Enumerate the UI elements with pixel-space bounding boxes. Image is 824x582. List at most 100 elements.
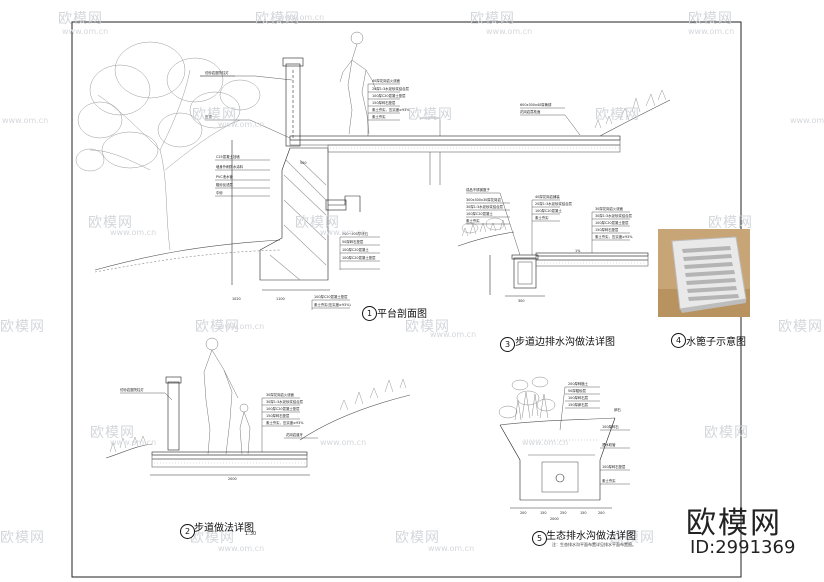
svg-text:素土夯实: 素土夯实 <box>466 218 480 223</box>
svg-text:2000: 2000 <box>228 477 237 481</box>
svg-text:30厚花岗岩火烧面: 30厚花岗岩火烧面 <box>595 206 624 211</box>
detail-2-title: 步道做法详图 <box>194 523 254 534</box>
drain-grate-photo <box>658 229 750 317</box>
svg-text:100厚C20混凝土: 100厚C20混凝土 <box>342 247 369 252</box>
svg-text:1020: 1020 <box>232 297 241 301</box>
watermark-url: www.om.cn <box>218 544 265 553</box>
watermark-logo: 欧模网 <box>704 425 749 441</box>
svg-text:成品不锈钢篦子: 成品不锈钢篦子 <box>466 187 490 192</box>
watermark-logo: 欧模网 <box>688 11 733 27</box>
svg-text:1100: 1100 <box>276 297 285 301</box>
watermark-url: www.om.cn <box>110 228 157 237</box>
watermark-url: www.om.cn <box>790 116 824 125</box>
svg-text:40厚花岗岩火烧面: 40厚花岗岩火烧面 <box>372 78 401 83</box>
detail-1-platform-section: 仿砂岩庭院柱灯 40厚花岗岩火烧面 20厚1:3水泥砂浆结合层 100厚C20混凝… <box>75 31 671 310</box>
detail-2-scale: 1:30 <box>245 531 257 537</box>
svg-text:花岗岩道牙: 花岗岩道牙 <box>286 432 304 437</box>
watermark-logo: 欧模网 <box>192 107 237 123</box>
svg-text:50厚粗砂层: 50厚粗砂层 <box>568 388 586 393</box>
svg-text:素土夯实: 素土夯实 <box>535 215 549 220</box>
sheet-frame <box>71 21 742 578</box>
watermark-logo: 欧模网 <box>778 319 823 335</box>
watermark-logo: 欧模网 <box>190 530 235 546</box>
tree-sketch <box>75 41 261 251</box>
detail-1-number: 1 <box>362 306 377 321</box>
watermark-logo: 欧模网 <box>58 11 103 27</box>
svg-text:200: 200 <box>520 511 526 515</box>
svg-text:压顶: 压顶 <box>205 115 212 119</box>
watermark-logo: 欧模网 <box>708 215 753 231</box>
svg-text:100厚碎石层: 100厚碎石层 <box>568 395 589 400</box>
detail-3-number: 3 <box>500 337 515 352</box>
svg-text:墙身外刷防水涂料: 墙身外刷防水涂料 <box>216 164 244 169</box>
svg-text:100厚C20混凝土: 100厚C20混凝土 <box>466 211 493 216</box>
svg-text:30厚1:3水泥砂浆结合层: 30厚1:3水泥砂浆结合层 <box>266 399 304 404</box>
svg-text:50厚碎石垫层: 50厚碎石垫层 <box>342 239 364 244</box>
watermark-logo: 欧模网 <box>408 107 453 123</box>
watermark-logo: 欧模网 <box>470 11 515 27</box>
detail-5-title: 生态排水沟做法详图 <box>546 531 636 542</box>
svg-text:30厚花岗岩火烧面: 30厚花岗岩火烧面 <box>266 392 295 397</box>
watermark-url: www.om.cn <box>428 544 475 553</box>
watermark-url: www.om.cn <box>688 27 735 36</box>
watermark-logo: 欧模网 <box>405 319 450 335</box>
watermark-logo: 欧模网 <box>195 319 240 335</box>
svg-text:100厚C20混凝土: 100厚C20混凝土 <box>535 208 562 213</box>
svg-text:20厚1:3水泥砂浆结合层: 20厚1:3水泥砂浆结合层 <box>372 86 410 91</box>
watermark-url: www.om.cn <box>110 438 157 447</box>
svg-text:30厚1:3水泥砂浆结合层: 30厚1:3水泥砂浆结合层 <box>466 204 504 209</box>
svg-text:100厚C20混凝土垫层: 100厚C20混凝土垫层 <box>266 406 300 411</box>
svg-text:2000: 2000 <box>550 517 559 521</box>
watermark-url: www.om.cn <box>522 438 569 447</box>
svg-text:100厚碎石垫层: 100厚碎石垫层 <box>602 464 626 469</box>
svg-text:素土夯实: 素土夯实 <box>372 114 386 119</box>
svg-text:1%: 1% <box>575 249 581 253</box>
watermark-logo: 欧模网 <box>88 215 133 231</box>
watermark-url: www.om.cn <box>486 27 533 36</box>
svg-text:20厚1:3水泥砂浆结合层: 20厚1:3水泥砂浆结合层 <box>535 201 573 206</box>
svg-text:200~400厚块石: 200~400厚块石 <box>342 231 369 236</box>
svg-text:300x300x30厚花岗岩: 300x300x30厚花岗岩 <box>466 197 501 202</box>
brand-logo-text: 欧模网 <box>686 506 782 541</box>
watermark-url: www.om.cn <box>62 27 109 36</box>
svg-text:30厚1:3水泥砂浆结合层: 30厚1:3水泥砂浆结合层 <box>595 213 633 218</box>
svg-text:素土夯实(压实度≥93%): 素土夯实(压实度≥93%) <box>314 302 351 307</box>
watermark-logo: 欧模网 <box>255 11 300 27</box>
svg-text:100厚C20混凝土垫层: 100厚C20混凝土垫层 <box>595 220 629 225</box>
watermark-url: www.om.cn <box>218 120 265 129</box>
svg-text:C25混凝土挡墙: C25混凝土挡墙 <box>216 154 240 159</box>
brand-id: ID:2991369 <box>690 537 796 558</box>
detail-2-path-detail: 仿砂岩庭院柱灯 30厚花岗岩火烧面 30厚1:3水泥砂浆结合层 100厚C20混凝… <box>105 337 411 481</box>
svg-text:600x300x40厚黄锈: 600x300x40厚黄锈 <box>520 102 552 107</box>
svg-text:200厚种植土: 200厚种植土 <box>568 381 589 386</box>
svg-text:中砂: 中砂 <box>216 190 223 195</box>
svg-text:100厚碎石: 100厚碎石 <box>602 424 619 429</box>
person-sketch <box>339 31 377 135</box>
svg-text:仿砂岩庭院柱灯: 仿砂岩庭院柱灯 <box>120 387 144 392</box>
adult-child-sketch <box>203 337 251 455</box>
watermark-url: www.om.cn <box>320 228 367 237</box>
svg-text:卵石: 卵石 <box>614 407 621 412</box>
detail-3-drain-detail: 成品不锈钢篦子 300x300x30厚花岗岩 30厚1:3水泥砂浆结合层 100厚… <box>457 187 649 303</box>
svg-text:300: 300 <box>518 299 524 303</box>
detail-5-note: 注：生态排水沟平面布置详见排水平面布置图。 <box>552 542 636 547</box>
svg-text:40厚花岗岩铺装: 40厚花岗岩铺装 <box>535 194 560 199</box>
svg-text:透水软管: 透水软管 <box>602 442 616 447</box>
detail-4-title: 水篦子示意图 <box>686 337 746 348</box>
watermark-logo: 欧模网 <box>595 107 640 123</box>
watermark-url: www.om.cn <box>218 322 265 331</box>
detail-3-title: 步道边排水沟做法详图 <box>515 337 615 348</box>
svg-text:250: 250 <box>560 511 566 515</box>
svg-text:素土夯实，压实度≥93%: 素土夯实，压实度≥93% <box>266 420 304 425</box>
detail-2-number: 2 <box>180 524 195 539</box>
detail-4-number: 4 <box>671 333 686 348</box>
svg-text:素土夯实，压实度≥93%: 素土夯实，压实度≥93% <box>595 234 633 239</box>
watermark-url: www.om.cn <box>320 438 367 447</box>
svg-text:150厚碎石垫层: 150厚碎石垫层 <box>595 227 619 232</box>
svg-text:200: 200 <box>598 511 604 515</box>
svg-text:仿砂岩庭院柱灯: 仿砂岩庭院柱灯 <box>205 70 229 75</box>
watermark-logo: 欧模网 <box>610 530 655 546</box>
watermark-url: www.om.cn <box>278 13 325 22</box>
